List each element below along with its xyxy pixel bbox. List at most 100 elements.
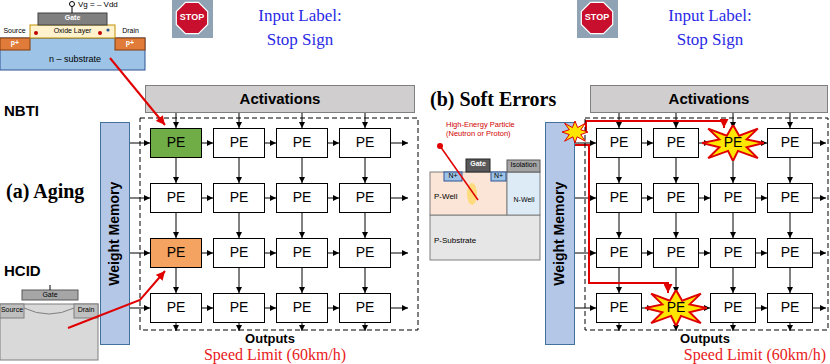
processing-element: PE (213, 238, 265, 268)
node-text: PE (293, 135, 312, 150)
dataflow-arrow (239, 213, 240, 238)
processing-element: PE (710, 183, 756, 213)
node-text: Weight Memory (552, 182, 567, 286)
explosion-outline (702, 125, 764, 161)
terminal-name: Drain (74, 306, 98, 314)
processing-element: PE (213, 183, 265, 213)
sign-text: STOP (176, 12, 208, 22)
particle-strike (562, 121, 588, 143)
dataflow-arrow (265, 143, 276, 144)
processing-element: PE (767, 183, 813, 213)
dataflow-arrow (365, 213, 366, 238)
node-text: PE (724, 190, 743, 205)
drawing-shape (176, 323, 177, 331)
node-text: PE (230, 245, 249, 260)
node-text: PE (356, 300, 375, 315)
drawing-shape (790, 323, 791, 331)
drawing-shape (507, 160, 540, 172)
drawing-shape (176, 2, 207, 33)
doping-label: N+ (444, 172, 462, 180)
mechanism-name: NBTI (4, 102, 64, 119)
dataflow-arrow (202, 143, 213, 144)
node-text: PE (610, 300, 629, 315)
processing-element: PE (276, 293, 328, 323)
drawing-shape (30, 25, 115, 38)
doping-label: N+ (491, 172, 506, 180)
stop-sign-photo (172, 0, 618, 38)
dataflow-arrow (328, 143, 339, 144)
prediction-label: Speed Limit (60km/h) (150, 346, 400, 364)
node-text: PE (293, 190, 312, 205)
terminal-name: Source (0, 27, 29, 35)
panel-title: (b) Soft Errors (430, 88, 585, 111)
drawing-shape (466, 159, 490, 172)
drawing-shape (50, 285, 51, 290)
drawing-shape (619, 323, 620, 331)
dataflow-arrow (575, 198, 596, 199)
processing-element: PE (339, 128, 391, 158)
dataflow-arrow (302, 158, 303, 183)
dataflow-arrow (756, 253, 767, 254)
dataflow-arrow (733, 213, 734, 238)
drawing-shape (577, 0, 618, 38)
panel-title: (a) Aging (6, 180, 98, 203)
node-text: PE (293, 300, 312, 315)
nbti-transistor (0, 2, 145, 71)
dataflow-arrow (265, 253, 276, 254)
input-label: Input Label: Stop Sign (245, 4, 355, 52)
node-text: Weight Memory (107, 182, 122, 286)
drawing-shape (430, 172, 507, 215)
sign-text: STOP (581, 12, 613, 22)
drawing-shape (585, 118, 828, 330)
node-text: PE (667, 300, 686, 315)
node-text: PE (167, 190, 186, 205)
soft-error-pe: PE (710, 128, 756, 158)
node-text: Activations (240, 91, 321, 108)
dataflow-arrow (790, 213, 791, 238)
part-name: n – substrate (40, 54, 110, 64)
processing-element: PE (653, 183, 699, 213)
activations-buffer: Activations (590, 85, 828, 113)
processing-element: PE (150, 183, 202, 213)
processing-element: PE (767, 293, 813, 323)
dataflow-arrow (265, 198, 276, 199)
drawing-shape (22, 290, 78, 300)
drawing-shape (0, 304, 24, 318)
output-stub-arrows (176, 143, 826, 331)
drawing-shape (302, 323, 303, 331)
dataflow-arrow (202, 308, 213, 309)
node-text: PE (167, 135, 186, 150)
drawing-shape (391, 143, 408, 144)
region-name: N-Well (508, 196, 540, 204)
drawing-shape (391, 308, 408, 309)
processing-element: PE (596, 183, 642, 213)
dataflow-arrow (302, 268, 303, 293)
drawing-shape (140, 118, 418, 330)
processing-element: PE (710, 293, 756, 323)
processing-element: PE (596, 128, 642, 158)
drawing-shape (72, 6, 73, 13)
drawing-shape (24, 308, 74, 314)
dataflow-arrow (619, 158, 620, 183)
drawing-shape (0, 304, 98, 360)
dataflow-arrow (365, 268, 366, 293)
dataflow-arrow (176, 158, 177, 183)
dataflow-arrow (365, 113, 366, 128)
node-text: PE (356, 135, 375, 150)
soft-error-pe: PE (653, 293, 699, 323)
dataflow-arrow (328, 308, 339, 309)
prediction-label: Speed Limit (60km/h) (600, 346, 826, 364)
dataflow-arrow (239, 268, 240, 293)
output-label: Outputs (665, 332, 745, 347)
part-name: Isolation (507, 161, 540, 169)
node-text: PE (781, 135, 800, 150)
dataflow-arrow (790, 113, 791, 128)
dataflow-arrow (790, 268, 791, 293)
processing-element: PE (339, 293, 391, 323)
node-text: PE (667, 135, 686, 150)
dataflow-arrow (619, 268, 620, 293)
drawing-shape (172, 0, 213, 38)
node-text: PE (724, 135, 743, 150)
processing-element: PE (276, 238, 328, 268)
